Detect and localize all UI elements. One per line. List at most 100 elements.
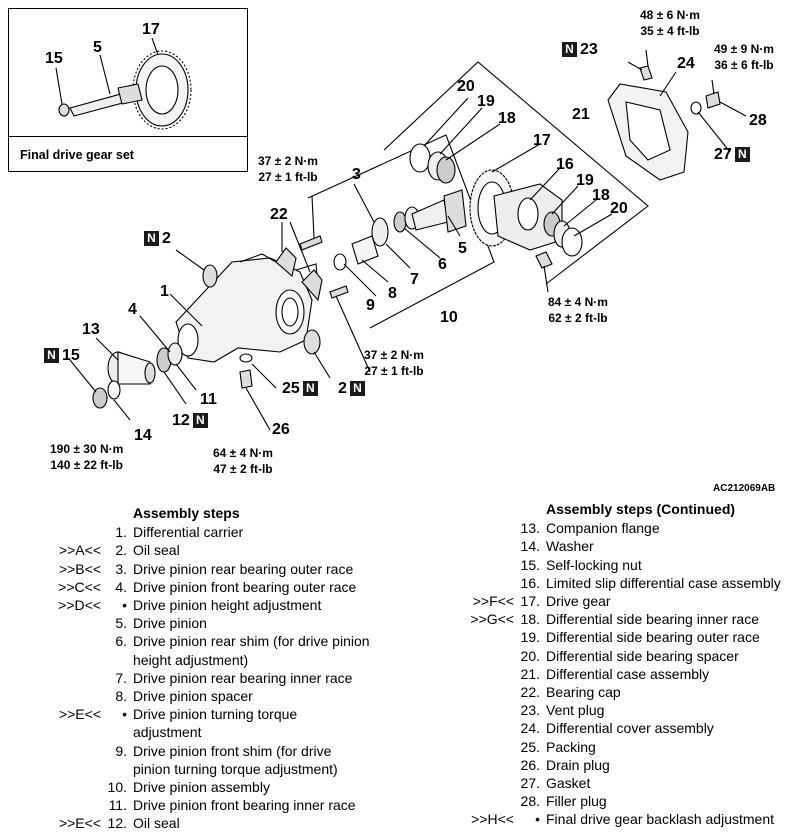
step-text: Drive pinion (133, 615, 207, 632)
step-reference: >>G<< (470, 611, 514, 628)
step-reference: >>E<< (58, 815, 101, 832)
step-reference (462, 665, 520, 683)
diff-cover (607, 83, 689, 181)
new-part-badge: N (349, 381, 365, 397)
step-text: Differential side bearing spacer (546, 647, 739, 664)
drive-pinion (411, 189, 467, 233)
step-number: 18. (520, 611, 540, 628)
step-text-block: Drive pinion assembly (133, 778, 409, 796)
step-reference (462, 628, 520, 646)
new-part-badge: N (44, 348, 59, 364)
inset-pinion (58, 83, 143, 117)
new-part-badge: N (192, 413, 208, 429)
label-part-21: 21 (572, 106, 590, 123)
step-text: Final drive gear backlash adjustment (546, 811, 775, 828)
step-text-block: Differential case assembly (546, 665, 812, 683)
label-part-5: 5 (458, 240, 467, 257)
step-number: 19. (520, 629, 540, 646)
step-text: Oil seal (133, 542, 180, 559)
step-reference (462, 647, 520, 665)
step-text-block: Differential cover assembly (546, 719, 812, 737)
step-text-block: Final drive gear backlash adjustment (546, 810, 812, 828)
label-part-20-upper: 20 (457, 78, 475, 95)
step-text: Differential cover assembly (546, 720, 714, 737)
step-text: Self-locking nut (546, 556, 642, 573)
step-reference (49, 687, 107, 705)
step-text-block: Companion flange (546, 519, 812, 537)
inset-frame (8, 8, 248, 172)
step-reference (49, 614, 107, 632)
step-reference (49, 669, 107, 687)
step-number: 6. (115, 633, 127, 650)
step-text: Drive pinion front shim (for drive (133, 742, 332, 759)
step-row: >>B<<3.Drive pinion rear bearing outer r… (49, 560, 409, 578)
step-row: 8.Drive pinion spacer (49, 687, 409, 705)
new-part-badge: N (734, 147, 750, 163)
step-number: 15. (520, 556, 540, 573)
step-reference: >>E<< (58, 706, 101, 723)
step-row: 28.Filler plug (462, 792, 812, 810)
step-number: 12. (107, 815, 127, 832)
step-text: Vent plug (546, 702, 605, 719)
inset-label-5: 5 (93, 39, 102, 56)
step-number: 3. (115, 560, 127, 577)
step-row: 5. Drive pinion (49, 614, 409, 632)
step-row: 23. Vent plug (462, 701, 812, 719)
label-part-3: 3 (352, 166, 361, 183)
exploded-diagram: Final drive gear set (8, 8, 775, 494)
step-number: 7. (115, 669, 127, 686)
step-row: 25.Packing (462, 738, 812, 756)
step-text-block: Vent plug (546, 701, 812, 719)
step-row: >>E<< 12. Oil seal (49, 814, 409, 832)
step-text-continued: pinion turning torque adjustment) (133, 760, 338, 777)
step-row: >>F<<17.Drive gear (462, 592, 812, 610)
label-part-24: 24 (677, 55, 695, 72)
step-text: Companion flange (546, 520, 660, 537)
step-text: Drain plug (546, 756, 610, 773)
step-number: 2. (115, 542, 127, 559)
step-row: 19. Differential side bearing outer race (462, 628, 812, 646)
step-row: 20.Differential side bearing spacer (462, 647, 812, 665)
step-text-continued: adjustment (133, 724, 202, 741)
step-text: Differential side bearing outer race (546, 629, 760, 646)
step-number: 23. (520, 702, 540, 719)
step-text-block: Drive gear (546, 592, 812, 610)
label-part-18-lower: 18 (592, 187, 610, 204)
step-text: Washer (546, 538, 594, 555)
step-text-block: Oil seal (133, 814, 409, 832)
step-text-block: Drive pinion rear shim (for drive pinion… (133, 632, 409, 668)
step-text-block: Differential side bearing inner race (546, 610, 812, 628)
step-row: 27.Gasket (462, 774, 812, 792)
step-row: 1.Differential carrier (49, 523, 409, 541)
step-text: Oil seal (133, 815, 180, 832)
step-text-block: Drive pinion rear bearing outer race (133, 560, 409, 578)
step-text-block: Drive pinion height adjustment (133, 596, 409, 614)
step-text: Drive pinion turning torque (133, 706, 298, 723)
step-text: Differential case assembly (546, 665, 710, 682)
step-text: Packing (546, 738, 596, 755)
step-number: 28. (520, 793, 540, 810)
step-number: 4. (115, 578, 127, 595)
new-part-badge: N (562, 42, 577, 58)
step-text-block: Differential carrier (133, 523, 409, 541)
new-part-badge: N (302, 381, 318, 397)
step-reference (49, 742, 107, 778)
step-number: 5. (115, 615, 127, 632)
step-text: Drive pinion spacer (133, 688, 253, 705)
label-part-16: 16 (556, 156, 574, 173)
label-part-18-upper: 18 (498, 110, 516, 127)
step-number: 21. (520, 665, 540, 682)
step-number: • (122, 597, 127, 614)
step-number: 11. (108, 797, 127, 814)
step-reference (462, 719, 520, 737)
step-text: Drive pinion front bearing inner race (133, 797, 356, 814)
label-part-6: 6 (438, 256, 447, 273)
step-text-block: Gasket (546, 774, 812, 792)
